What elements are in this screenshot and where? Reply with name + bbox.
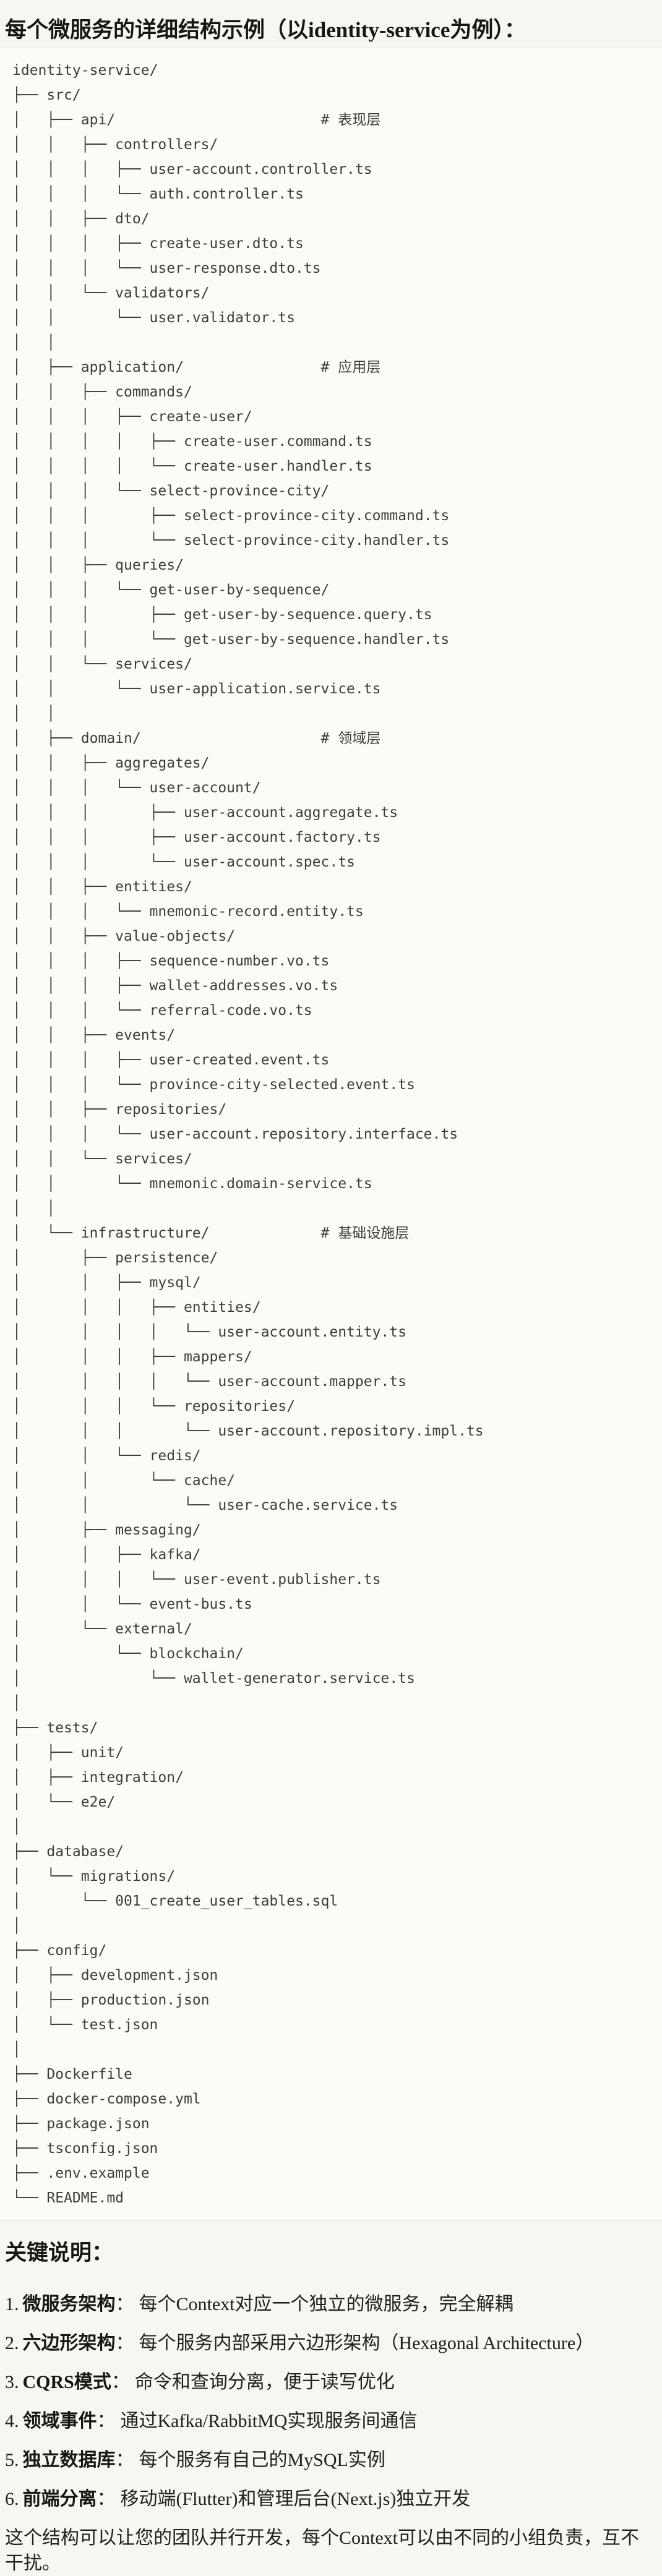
item-separator: ： [111, 2372, 130, 2392]
list-item: 4.领域事件：通过Kafka/RabbitMQ实现服务间通信 [5, 2408, 657, 2434]
list-item: 3.CQRS模式：命令和查询分离，便于读写优化 [5, 2369, 657, 2395]
item-term: 六边形架构 [22, 2333, 116, 2353]
list-item: 2.六边形架构：每个服务内部采用六边形架构（Hexagonal Architec… [5, 2330, 657, 2356]
item-number: 1. [5, 2294, 19, 2314]
directory-tree: identity-service/ ├── src/ │ ├── api/ # … [12, 62, 484, 2206]
item-separator: ： [115, 2333, 134, 2353]
list-item: 6.前端分离：移动端(Flutter)和管理后台(Next.js)独立开发 [5, 2486, 657, 2512]
item-number: 2. [5, 2333, 19, 2353]
item-term: 前端分离 [22, 2489, 97, 2509]
item-text: 移动端(Flutter)和管理后台(Next.js)独立开发 [120, 2489, 471, 2509]
item-separator: ： [97, 2411, 116, 2431]
item-number: 5. [5, 2450, 19, 2470]
item-separator: ： [115, 2294, 134, 2314]
closing-paragraph: 这个结构可以让您的团队并行开发，每个Context可以由不同的小组负责，互不干扰… [5, 2528, 639, 2574]
item-term: 领域事件 [22, 2411, 97, 2431]
item-term: 微服务架构 [22, 2294, 116, 2314]
item-number: 4. [5, 2411, 19, 2431]
item-separator: ： [97, 2489, 116, 2509]
item-text: 命令和查询分离，便于读写优化 [134, 2372, 395, 2392]
key-notes-heading: 关键说明： [5, 2241, 114, 2265]
item-number: 6. [5, 2489, 19, 2509]
item-text: 每个Context对应一个独立的微服务，完全解耦 [139, 2294, 514, 2314]
item-text: 通过Kafka/RabbitMQ实现服务间通信 [120, 2411, 418, 2431]
item-separator: ： [115, 2450, 134, 2470]
directory-tree-code-block: identity-service/ ├── src/ │ ├── api/ # … [0, 48, 662, 2221]
item-term: CQRS模式 [22, 2372, 111, 2392]
page-title: 每个微服务的详细结构示例（以identity-service为例）： [5, 18, 526, 42]
list-item: 1.微服务架构：每个Context对应一个独立的微服务，完全解耦 [5, 2291, 657, 2317]
item-number: 3. [5, 2372, 19, 2392]
item-text: 每个服务有自己的MySQL实例 [139, 2450, 385, 2470]
list-item: 5.独立数据库：每个服务有自己的MySQL实例 [5, 2447, 657, 2473]
item-text: 每个服务内部采用六边形架构（Hexagonal Architecture） [139, 2333, 595, 2353]
item-term: 独立数据库 [22, 2450, 116, 2470]
